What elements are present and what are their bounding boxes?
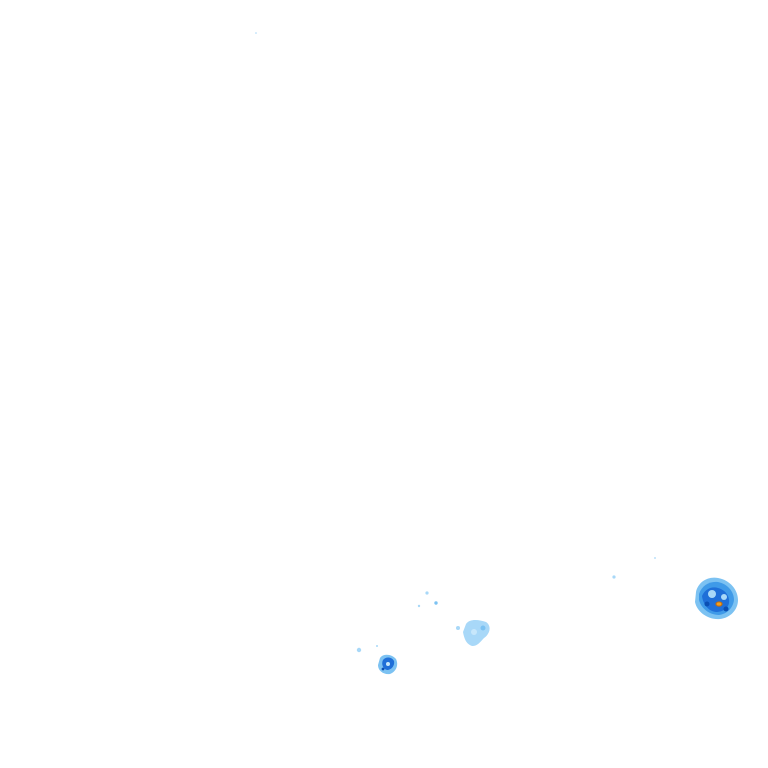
echo-speck xyxy=(356,647,362,653)
echo-speck xyxy=(612,575,616,579)
echo-speck xyxy=(376,645,378,647)
echo-speck xyxy=(425,591,429,595)
echo-speck xyxy=(255,32,257,34)
echo-speck xyxy=(434,601,438,605)
echo-cell-small xyxy=(378,654,398,675)
echo-speck xyxy=(654,557,656,559)
echo-speck xyxy=(417,604,421,608)
echo-cell-strong xyxy=(695,577,738,620)
echo-cell-light xyxy=(456,620,490,646)
